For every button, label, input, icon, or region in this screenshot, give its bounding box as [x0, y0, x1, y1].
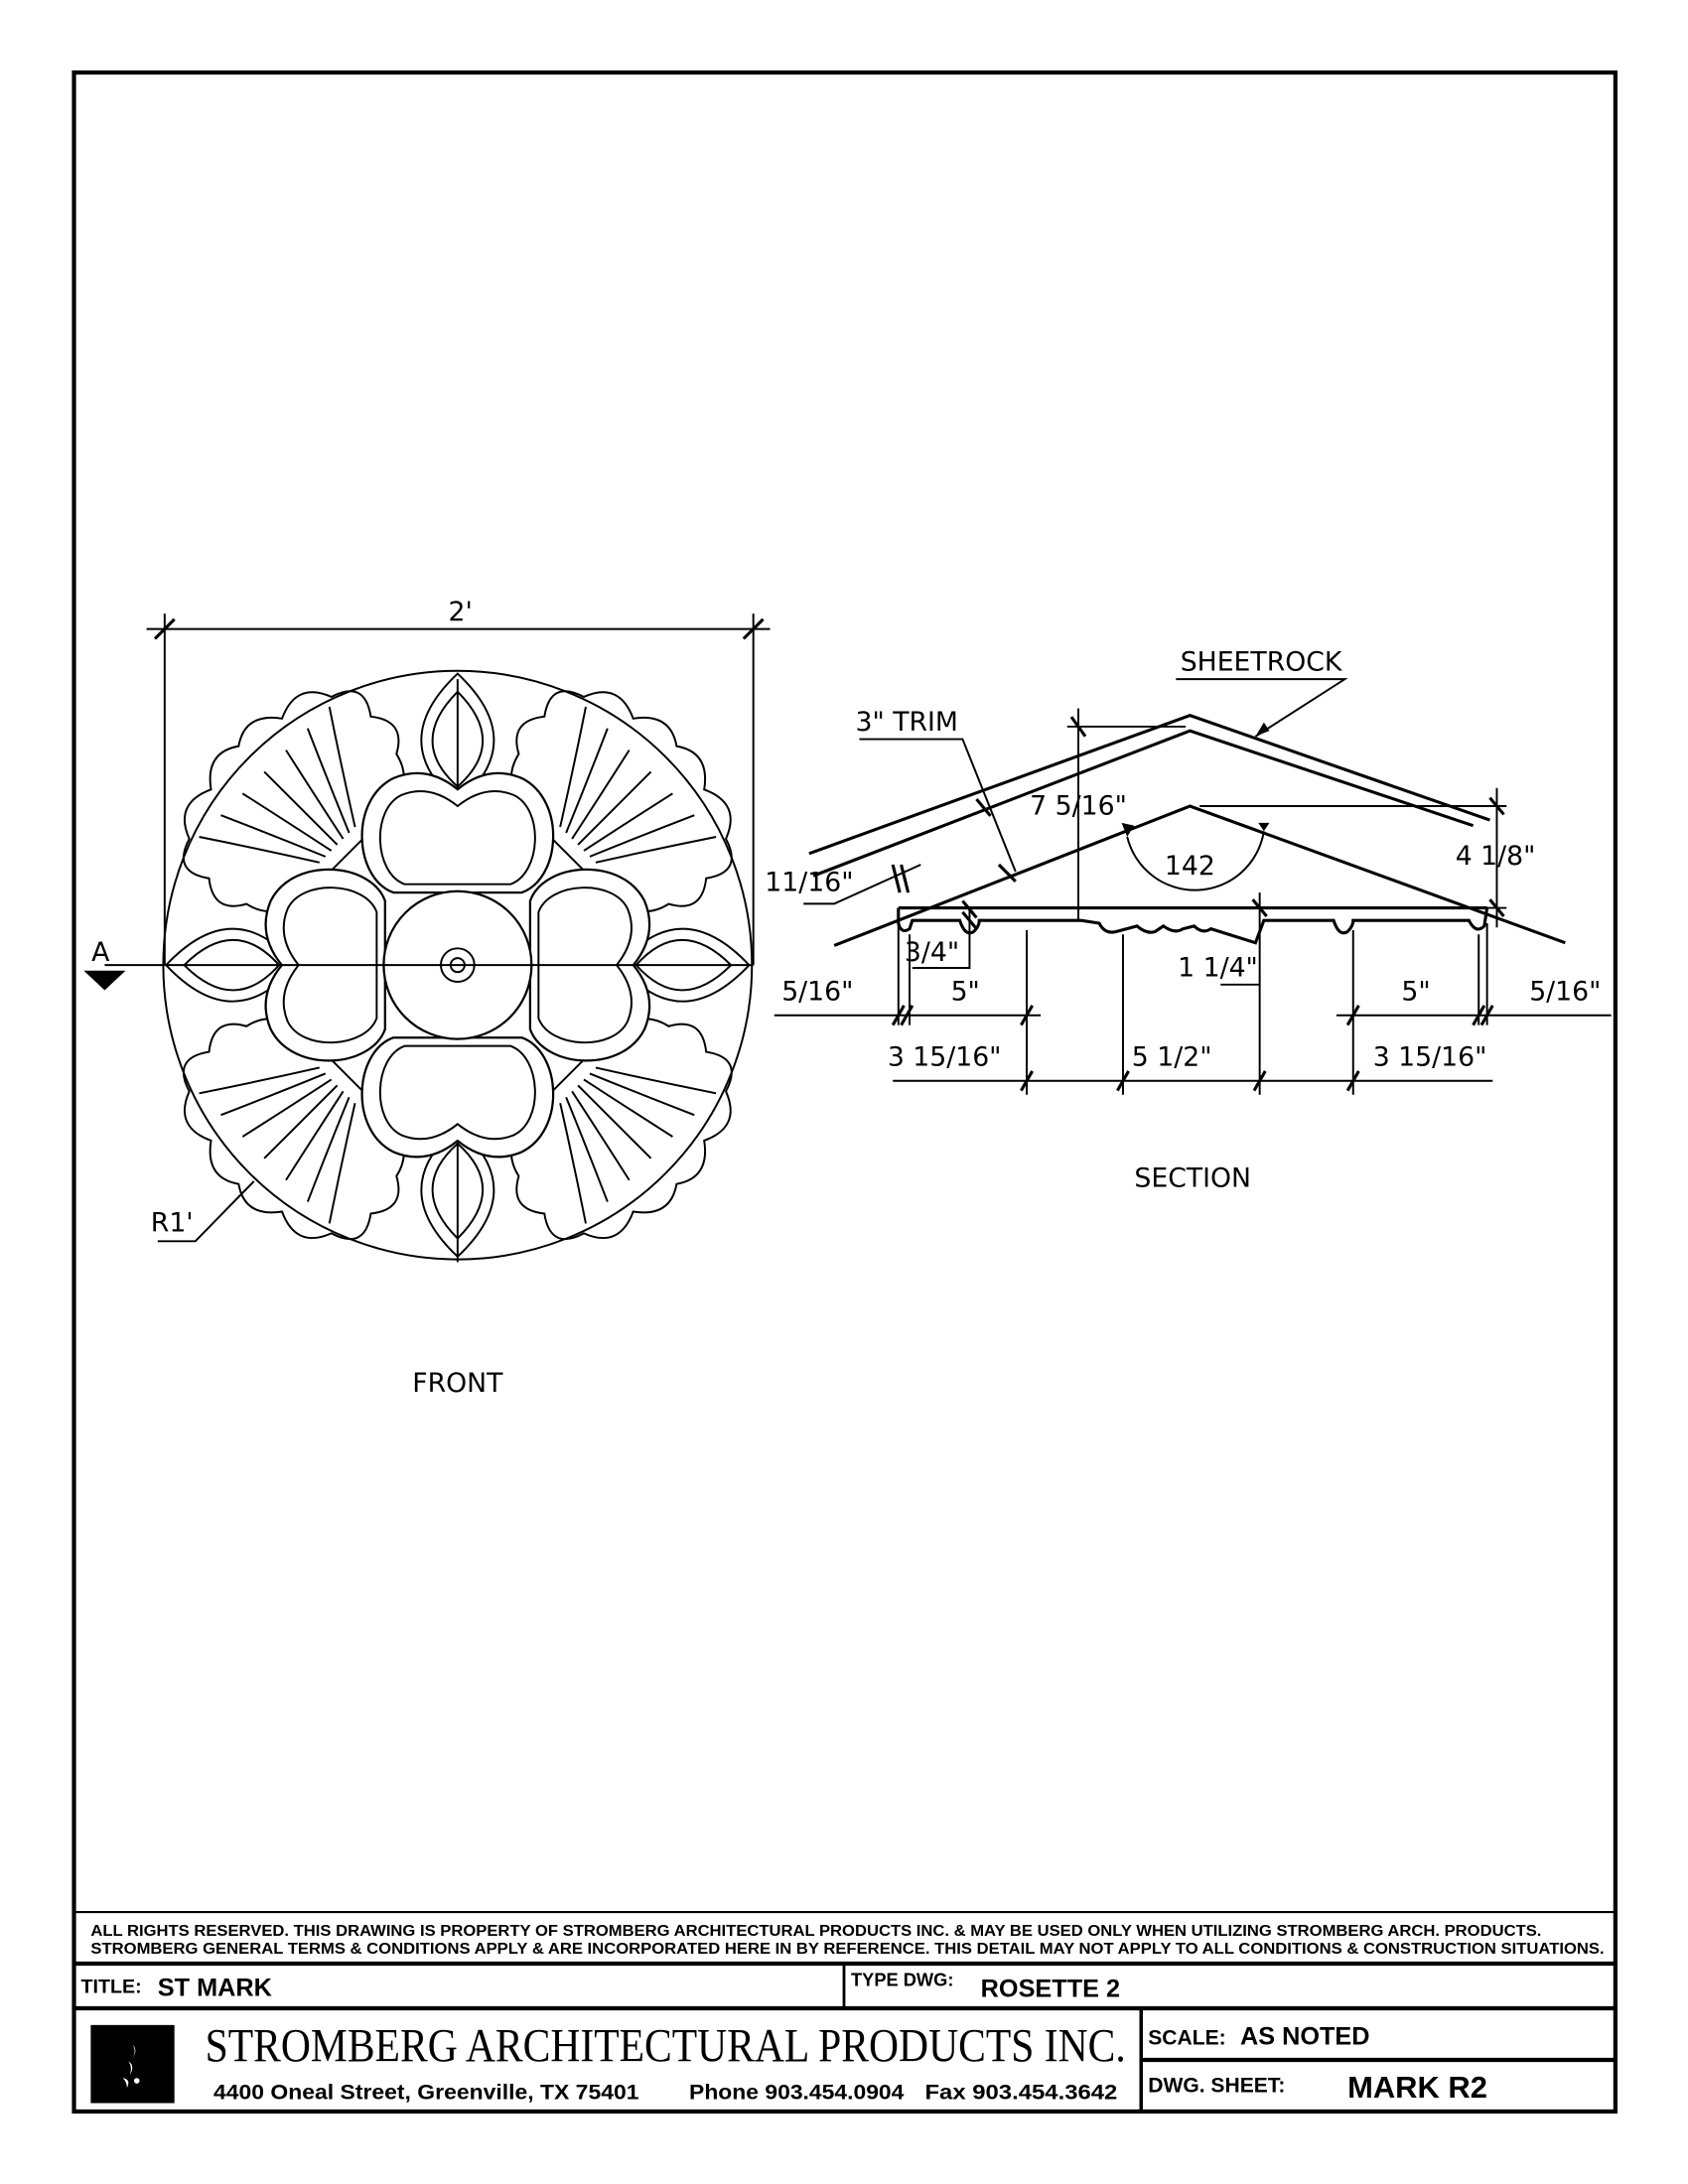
right-span-dimension: 5": [1401, 976, 1430, 1007]
leaf-vein: [565, 728, 609, 834]
leaf-vein: [559, 1103, 587, 1224]
left-span-dimension: 5": [951, 976, 980, 1007]
leaf-outline: [510, 690, 733, 912]
company-address: 4400 Oneal Street, Greenville, TX 75401: [213, 2081, 639, 2104]
lip-dimension: 3/4": [905, 937, 959, 968]
width-dimension: 2': [449, 597, 473, 627]
section-marker-arrow-icon: [83, 970, 126, 991]
company-phone: Phone 903.454.0904: [689, 2081, 905, 2104]
trim-label: 3" TRIM: [855, 707, 957, 738]
leaf-vein: [285, 1090, 345, 1181]
extension-lines: [897, 708, 1507, 1095]
center-bottom-dimension: 5 1/2": [1132, 1041, 1212, 1072]
leaf-cluster: [182, 1018, 405, 1241]
groove-dimension: 1 1/4": [1178, 952, 1258, 983]
leaf-vein: [595, 836, 717, 864]
leaf-vein: [589, 1072, 695, 1117]
disclaimer-line-1: ALL RIGHTS RESERVED. THIS DRAWING IS PRO…: [90, 1923, 1541, 1940]
leaf-vein: [328, 1103, 356, 1224]
leaf-vein: [583, 792, 673, 852]
leaf-vein: [306, 1096, 351, 1202]
company-fax: Fax 903.454.3642: [924, 2081, 1117, 2104]
sheetrock-label: SHEETROCK: [1181, 647, 1343, 678]
leaf-vein: [241, 792, 333, 852]
leaf-vein: [241, 1078, 333, 1138]
height-dimension: 7 5/16": [1030, 790, 1127, 821]
disclaimer-line-2: STROMBERG GENERAL TERMS & CONDITIONS APP…: [90, 1941, 1604, 1958]
type-dwg-value: ROSETTE 2: [981, 1976, 1120, 2003]
leaf-outline: [182, 690, 405, 912]
leaf-vein: [571, 1090, 631, 1181]
section-view: SHEETROCK 3" TRIM 7 5/16" 11/16" 142 4 1…: [765, 647, 1612, 1194]
dimension-ticks: [891, 716, 1505, 1092]
petal-group: [360, 1036, 555, 1259]
section-view-label: SECTION: [1134, 1163, 1251, 1194]
swirl-logo-icon: [122, 2044, 140, 2089]
title-value: ST MARK: [158, 1974, 273, 2001]
leaf-vein: [306, 728, 351, 834]
left-edge-dimension: 5/16": [781, 976, 853, 1007]
sheet-border: [71, 69, 1618, 2115]
scale-value: AS NOTED: [1240, 2023, 1370, 2051]
leaf-vein: [583, 1078, 673, 1138]
pointed-petal-inner: [431, 690, 485, 788]
leaf-vein: [571, 750, 631, 840]
leaf-vein: [199, 1066, 320, 1095]
title-block: ALL RIGHTS RESERVED. THIS DRAWING IS PRO…: [73, 1911, 1616, 2112]
leaf-vein: [263, 770, 339, 846]
company-name: STROMBERG ARCHITECTURAL PRODUCTS INC.: [206, 2019, 1126, 2072]
type-dwg-label: TYPE DWG:: [851, 1970, 953, 1990]
leaf-vein: [199, 836, 320, 864]
leaf-vein: [577, 770, 652, 846]
leaf-cluster: [510, 690, 733, 912]
left-bottom-dimension: 3 15/16": [888, 1041, 1002, 1072]
sheet-value: MARK R2: [1347, 2070, 1487, 2105]
angle-dimension: 142: [1165, 851, 1215, 882]
lobe-inner: [378, 790, 536, 886]
leaf-cluster: [510, 1018, 733, 1241]
leaf-vein: [577, 1084, 652, 1160]
leaf-vein: [565, 1096, 609, 1202]
leaf-vein: [220, 814, 327, 858]
lobe-outer: [360, 771, 555, 894]
company-logo: [90, 2024, 175, 2104]
leaf-outline: [182, 1018, 405, 1241]
thickness-dimension: 11/16": [765, 868, 853, 898]
lobe-outer: [360, 1036, 555, 1159]
section-marker-label: A: [91, 937, 110, 968]
leaf-vein: [328, 706, 356, 828]
leaf-vein: [263, 1084, 339, 1160]
leaf-outline: [510, 1018, 733, 1241]
scale-label: SCALE:: [1148, 2027, 1225, 2050]
leaf-vein: [589, 814, 695, 858]
right-edge-dimension: 5/16": [1529, 976, 1601, 1007]
lobe-inner: [378, 1044, 536, 1141]
right-bottom-dimension: 3 15/16": [1373, 1041, 1487, 1072]
radius-dimension: R1': [151, 1207, 194, 1238]
pointed-petal-inner: [431, 1142, 485, 1240]
leaf-vein: [220, 1072, 327, 1117]
sheet-label: DWG. SHEET:: [1148, 2074, 1285, 2097]
leaf-vein: [559, 706, 587, 828]
leaf-cluster: [182, 690, 405, 912]
petal-group: [360, 672, 555, 894]
front-view: 2' A R1' FRONT: [83, 597, 771, 1399]
leaf-vein: [285, 750, 345, 840]
front-view-label: FRONT: [412, 1368, 503, 1399]
title-label: TITLE:: [81, 1977, 142, 1998]
right-height-dimension: 4 1/8": [1456, 841, 1536, 872]
leaf-vein: [595, 1066, 717, 1095]
